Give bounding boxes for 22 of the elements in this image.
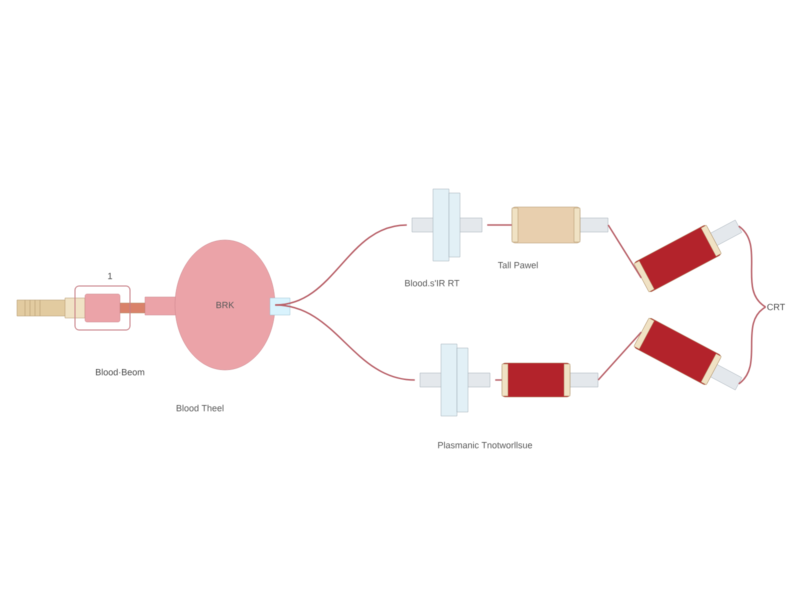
tube bbox=[598, 332, 642, 380]
connector-drawing bbox=[16, 286, 146, 330]
filter-drawing bbox=[412, 188, 482, 262]
filter-drawing bbox=[420, 344, 490, 416]
part-caption: Tall Pawel bbox=[498, 262, 538, 268]
tube bbox=[275, 304, 415, 381]
blood-bag: BRK bbox=[144, 240, 290, 370]
tube bbox=[608, 224, 642, 278]
part-caption: Blood·Beom bbox=[96, 368, 144, 376]
end-label: CRT bbox=[767, 304, 785, 310]
tube bbox=[487, 224, 512, 226]
cylinder-drawing bbox=[502, 362, 598, 398]
tube bbox=[495, 379, 502, 381]
part-caption: Blood.s'IR RT bbox=[405, 280, 460, 286]
cylinder-drawing bbox=[634, 220, 742, 292]
part-caption: Plasmanic Tnotworllsue bbox=[438, 442, 532, 448]
tube bbox=[738, 226, 766, 308]
part-caption: Blood Theel bbox=[176, 404, 224, 412]
cylinder-drawing bbox=[512, 206, 608, 244]
cylinder-drawing bbox=[634, 318, 742, 390]
tube bbox=[275, 224, 407, 306]
tube bbox=[738, 306, 766, 384]
